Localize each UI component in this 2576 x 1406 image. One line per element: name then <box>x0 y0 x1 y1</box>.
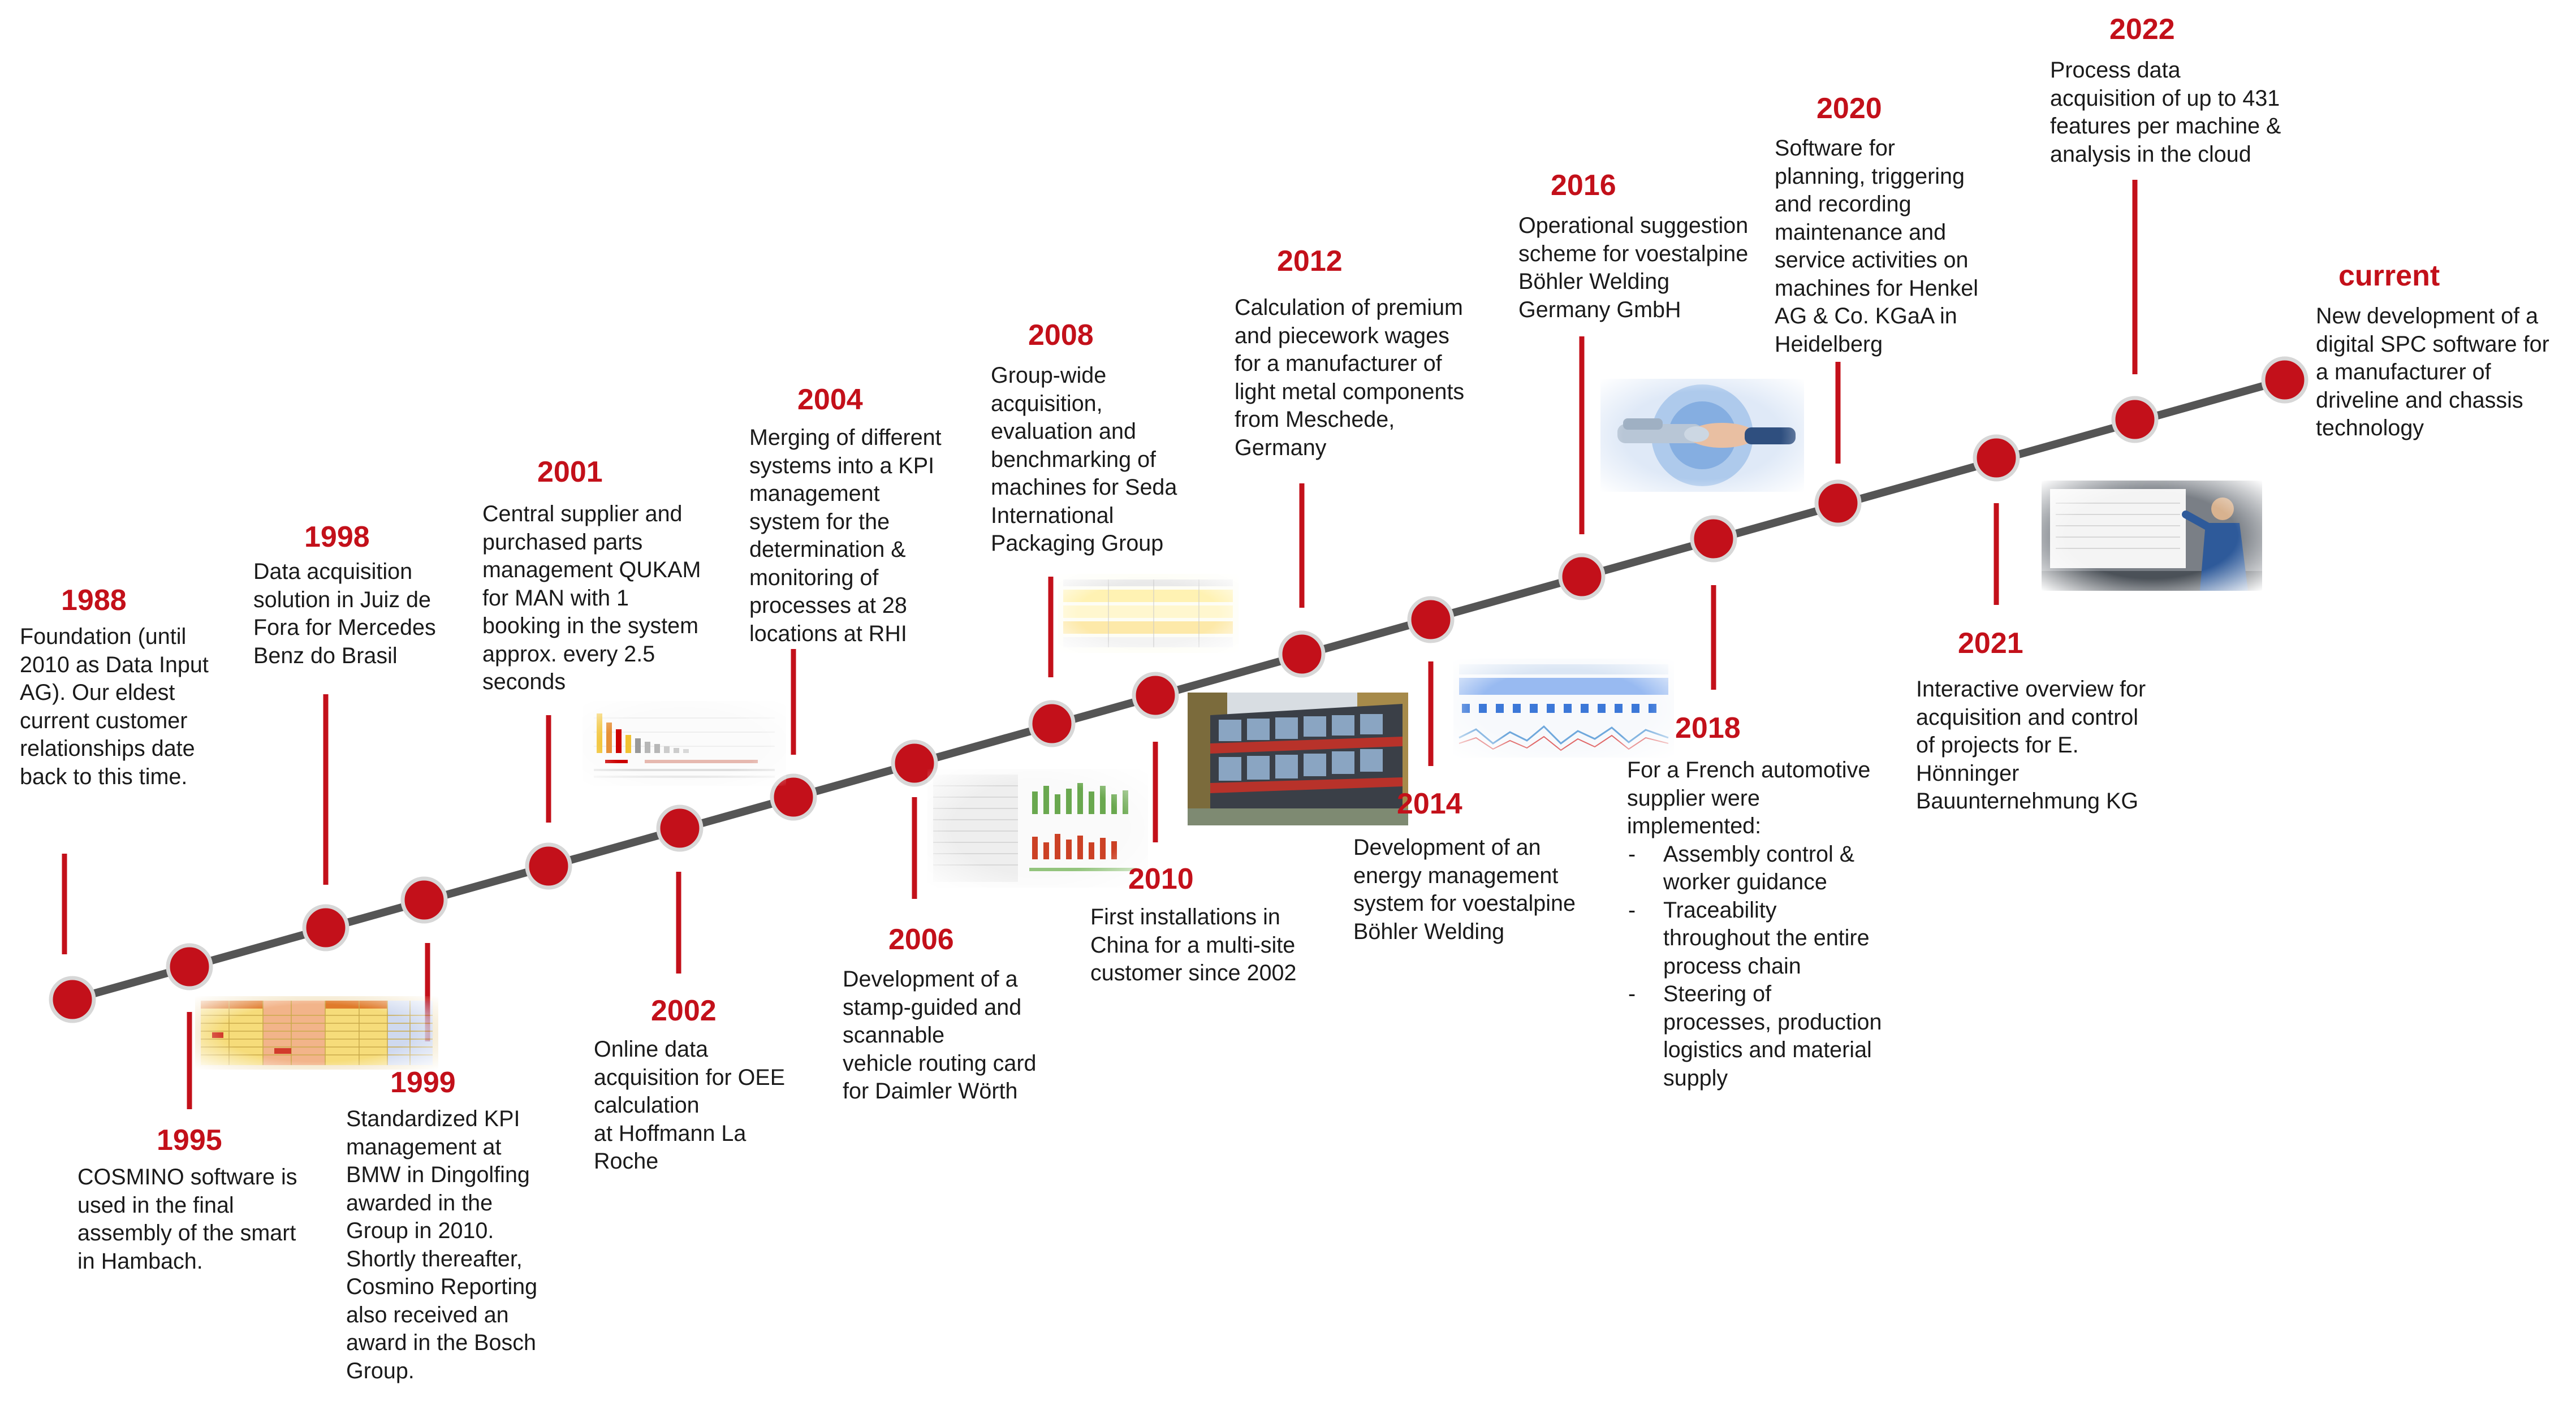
event-description-2002: Online data acquisition for OEE calculat… <box>594 1037 786 1174</box>
thumbnail-1995-spreadsheet <box>195 996 438 1070</box>
year-label-2012: 2012 <box>1277 245 1343 278</box>
event-description-2010: First installations in China for a multi… <box>1090 905 1297 985</box>
year-label-1999: 1999 <box>390 1066 456 1099</box>
year-label-2006: 2006 <box>888 923 954 956</box>
node-2012 <box>1278 630 1326 678</box>
node-2016 <box>1558 553 1606 600</box>
event-description-2018: For a French automotive supplier were im… <box>1627 756 1882 1092</box>
event-description-1998: Data acquisition solution in Juiz de For… <box>253 559 436 668</box>
node-1995 <box>166 943 213 990</box>
year-label-current: current <box>2338 259 2440 292</box>
node-2004 <box>770 773 817 821</box>
node-2021 <box>1973 434 2020 482</box>
event-description-current: New development of a digital SPC softwar… <box>2316 304 2549 440</box>
node-2001 <box>525 842 572 890</box>
node-1999 <box>400 876 448 924</box>
year-label-1998: 1998 <box>304 521 370 553</box>
timeline-stems <box>62 180 2138 1109</box>
thumbnail-2001-chart <box>582 701 786 786</box>
event-description-2016: Operational suggestion scheme for voesta… <box>1518 213 1749 322</box>
node-2010 <box>1132 672 1179 719</box>
year-label-2018: 2018 <box>1675 712 1741 745</box>
node-1988 <box>49 976 96 1023</box>
node-2014 <box>1407 596 1455 643</box>
thumbnail-2016-handshake <box>1600 379 1804 492</box>
event-description-1995: COSMINO software is used in the final as… <box>77 1165 297 1274</box>
node-2002 <box>656 804 704 852</box>
event-description-1988: Foundation (until 2010 as Data Input AG)… <box>20 624 209 789</box>
node-2022 <box>2111 396 2159 443</box>
thumbnail-2014-energy-chart <box>1453 659 1674 758</box>
year-label-2014: 2014 <box>1397 788 1462 820</box>
year-label-2002: 2002 <box>651 994 717 1027</box>
node-current <box>2261 356 2309 404</box>
thumbnail-2010-building <box>1188 693 1408 825</box>
year-label-2010: 2010 <box>1128 863 1194 895</box>
node-2018 <box>1690 515 1737 563</box>
event-description-2001: Central supplier and purchased parts man… <box>482 501 701 694</box>
thumbnail-2008-table <box>1058 574 1239 653</box>
event-description-2004: Merging of different systems into a KPI … <box>749 425 942 646</box>
event-description-2014: Development of an energy management syst… <box>1353 835 1576 944</box>
node-1998 <box>302 904 349 951</box>
thumbnail-2006-spreadsheet <box>927 769 1148 888</box>
year-label-1995: 1995 <box>157 1124 222 1157</box>
year-label-2022: 2022 <box>2109 13 2175 46</box>
event-description-1999: Standardized KPI management at BMW in Di… <box>346 1106 538 1383</box>
event-2018-bullet-list: Assembly control & worker guidance Trace… <box>1627 841 1882 1093</box>
bullet-item: Steering of processes, production logist… <box>1627 980 1882 1092</box>
node-2006 <box>891 739 938 787</box>
year-label-2020: 2020 <box>1816 92 1882 125</box>
year-label-2001: 2001 <box>537 456 603 488</box>
event-description-2006: Development of a stamp-guided and scanna… <box>843 967 1037 1104</box>
event-description-2020: Software for planning, triggering and re… <box>1775 136 1979 357</box>
node-2008 <box>1028 700 1076 747</box>
event-description-2012: Calculation of premium and piecework wag… <box>1235 295 1465 460</box>
year-label-2004: 2004 <box>797 383 863 416</box>
event-description-2022: Process data acquisition of up to 431 fe… <box>2050 58 2281 167</box>
timeline-nodes <box>49 356 2309 1023</box>
bullet-item: Assembly control & worker guidance <box>1627 841 1882 897</box>
thumbnail-2021-presentation <box>2042 481 2262 591</box>
event-description-2021: Interactive overview for acquisition and… <box>1916 677 2146 814</box>
year-label-2021: 2021 <box>1958 627 2023 660</box>
year-label-2008: 2008 <box>1028 319 1094 352</box>
node-2020 <box>1814 479 1862 527</box>
year-label-1988: 1988 <box>61 584 127 617</box>
bullet-item: Traceability throughout the entire proce… <box>1627 897 1882 981</box>
event-description-2008: Group-wide acquisition, evaluation and b… <box>991 363 1177 556</box>
year-label-2016: 2016 <box>1551 169 1616 202</box>
